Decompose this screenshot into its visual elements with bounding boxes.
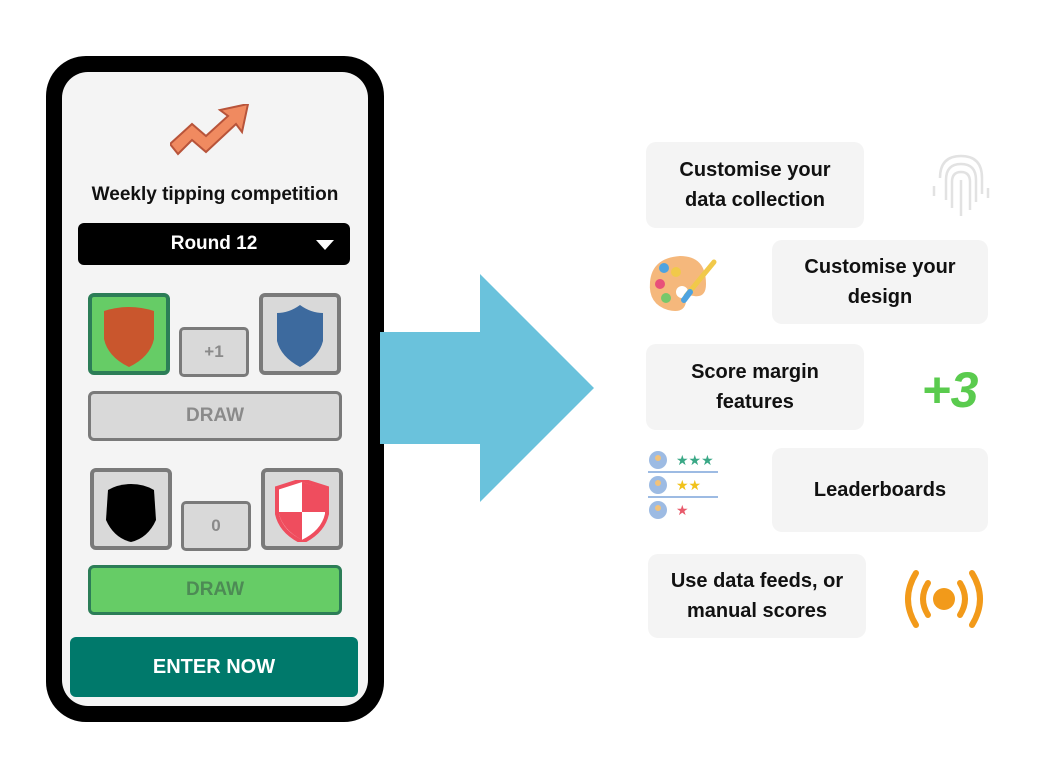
feature-label: Use data feeds, or manual scores <box>670 570 844 622</box>
feature-label: Score margin features <box>691 361 819 413</box>
feature-card-score-margin: Score margin features <box>646 344 864 430</box>
match-1-home-team[interactable] <box>88 293 170 375</box>
page-title: Weekly tipping competition <box>91 184 339 205</box>
feature-label: Leaderboards <box>813 479 947 501</box>
feature-label: Customise your design <box>804 256 956 308</box>
paint-palette-icon <box>649 256 717 311</box>
feature-card-data-feeds: Use data feeds, or manual scores <box>648 554 866 638</box>
match-1-margin[interactable]: +1 <box>179 327 249 377</box>
chevron-down-icon <box>316 240 334 250</box>
feature-card-leaderboards: Leaderboards <box>772 448 988 532</box>
match-2-draw-button[interactable]: DRAW <box>88 565 342 615</box>
trending-up-icon <box>170 104 250 156</box>
orange-shield-icon <box>104 307 154 367</box>
feature-card-data-collection: Customise your data collection <box>646 142 864 228</box>
svg-text:★★★: ★★★ <box>676 453 714 469</box>
blue-shield-icon <box>277 305 323 367</box>
black-shield-icon <box>106 484 156 542</box>
red-white-shield-icon <box>275 480 329 542</box>
feature-card-design: Customise your design <box>772 240 988 324</box>
enter-now-button[interactable]: ENTER NOW <box>70 637 358 697</box>
broadcast-icon <box>905 570 983 628</box>
round-selector[interactable]: Round 12 <box>78 223 350 265</box>
match-2-away-team[interactable] <box>261 468 343 550</box>
svg-text:★★: ★★ <box>676 478 701 494</box>
match-2-margin[interactable]: 0 <box>181 501 251 551</box>
feature-label: Customise your data collection <box>679 159 831 211</box>
match-2-home-team[interactable] <box>90 468 172 550</box>
leaderboard-icon: ★★★ ★★ ★ <box>648 451 718 519</box>
match-1-away-team[interactable] <box>259 293 341 375</box>
svg-text:★: ★ <box>676 503 689 519</box>
phone-mockup: Weekly tipping competition Round 12 +1 D… <box>46 56 384 722</box>
phone-screen: Weekly tipping competition Round 12 +1 D… <box>62 72 368 706</box>
fingerprint-icon <box>932 154 990 216</box>
round-selector-value: Round 12 <box>170 233 258 254</box>
arrow-right-icon <box>380 274 594 502</box>
plus-three-icon: +3 <box>921 362 979 418</box>
match-1-draw-button[interactable]: DRAW <box>88 391 342 441</box>
